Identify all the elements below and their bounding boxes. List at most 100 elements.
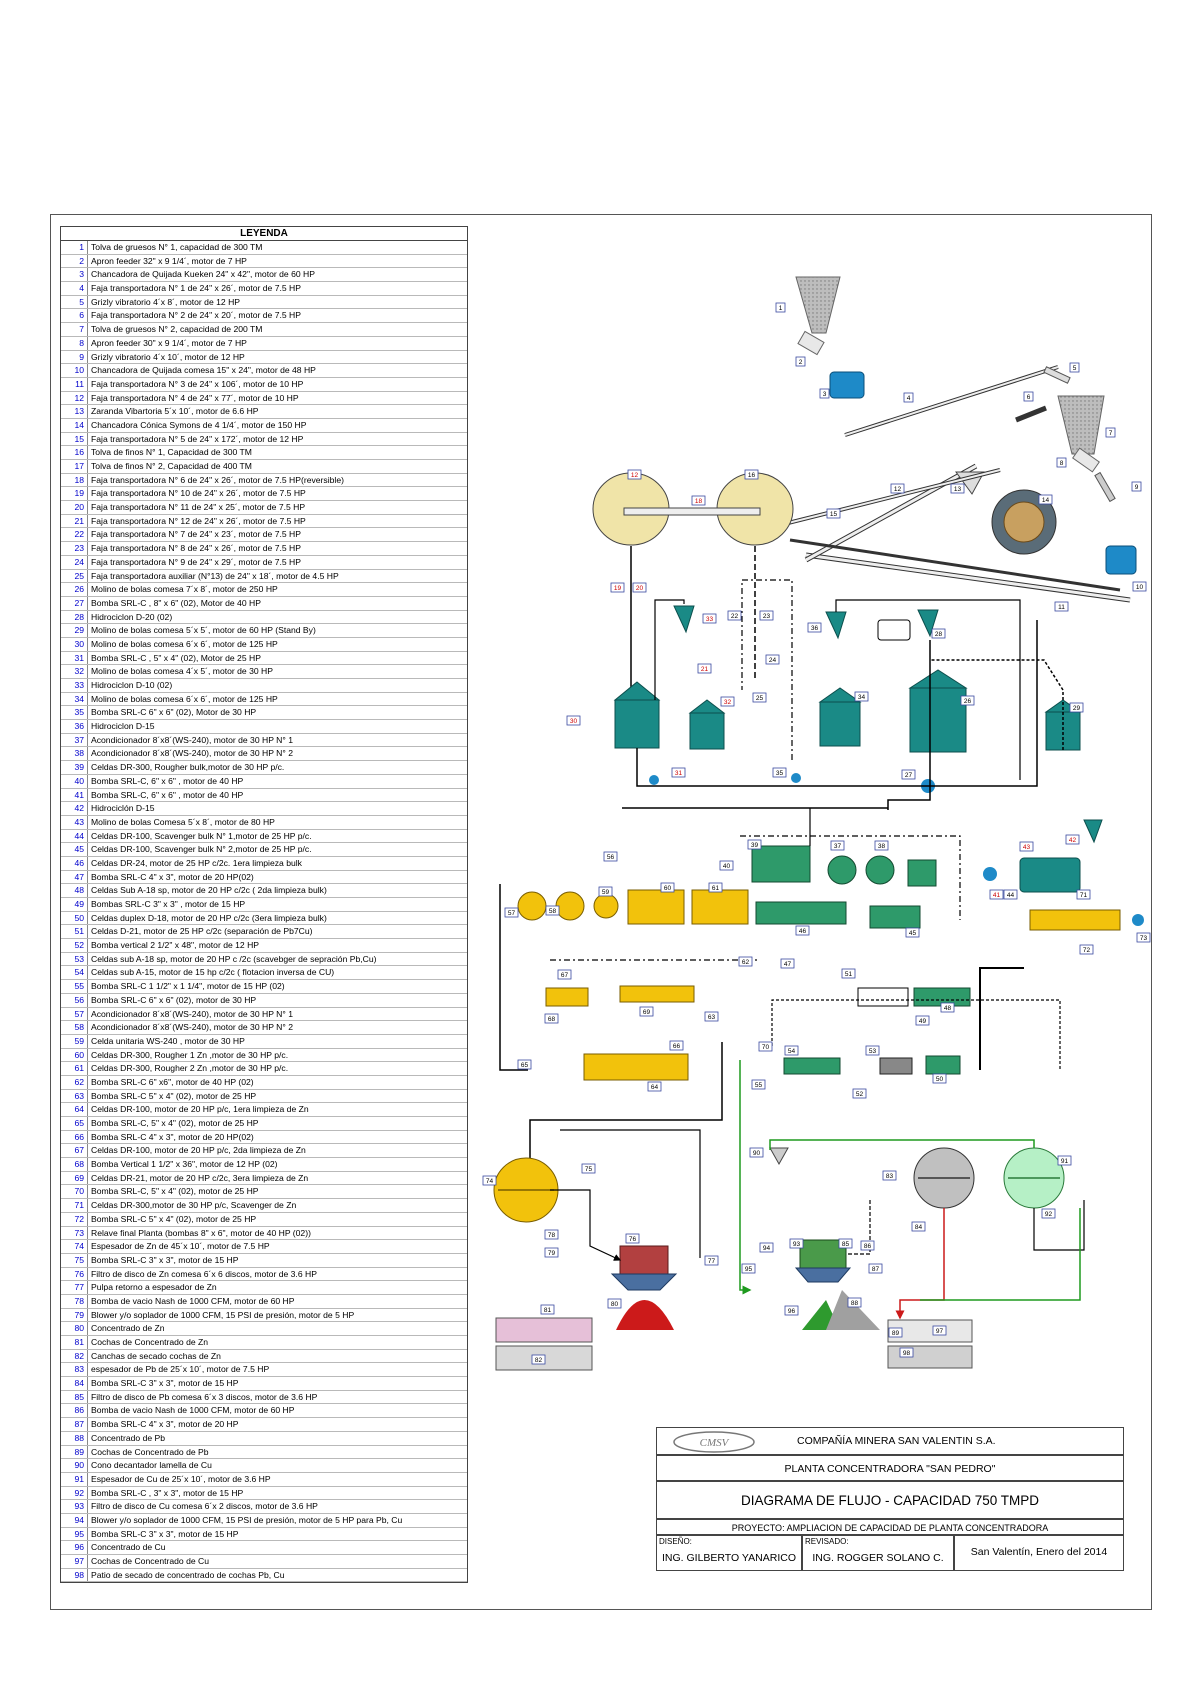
legend-description: Celdas D-21, motor de 25 HP c/2c (separa…: [91, 926, 313, 937]
equipment-tag: 97: [932, 1325, 947, 1336]
equipment-tag: 83: [882, 1170, 897, 1181]
legend-number: 74: [61, 1240, 88, 1253]
legend-description: Bomba SRL-C 6" x 6" (02), Motor de 30 HP: [91, 707, 257, 718]
bulk-flotation: [622, 807, 1144, 1075]
zinc-flotation: [499, 884, 760, 1172]
equipment-tag-box: [940, 1002, 955, 1013]
equipment-tag-box: [1136, 932, 1151, 943]
equipment-tag-box: [581, 1163, 596, 1174]
equipment-tag-label: 20: [636, 585, 644, 592]
equipment-tag: 6: [1023, 391, 1034, 402]
equipment-tag-box: [759, 1242, 774, 1253]
equipment-tag-box: [702, 613, 717, 624]
equipment-tag-label: 24: [769, 657, 777, 664]
equipment-tag: 47: [780, 958, 795, 969]
conveyor-6: [1015, 405, 1047, 423]
equipment-tag-label: 48: [944, 1005, 952, 1012]
ball-mill-34: [818, 687, 862, 747]
equipment-tag-box: [1041, 1208, 1056, 1219]
legend-number: 25: [61, 569, 88, 583]
legend-description: Blower y/o soplador de 1000 CFM, 15 PSI …: [91, 1309, 355, 1320]
legend-number: 40: [61, 774, 88, 788]
equipment-tag-label: 78: [548, 1232, 556, 1239]
equipment-tag-label: 32: [724, 699, 732, 706]
legend-description: Acondicionador 8´x8´(WS-240), motor de 3…: [91, 1022, 293, 1033]
equipment-tag: 45: [905, 927, 920, 938]
equipment-tag: 79: [544, 1247, 559, 1258]
legend-number: 81: [61, 1336, 88, 1349]
legend-number: 26: [61, 583, 88, 596]
coarse-hopper-1: [795, 276, 841, 334]
cells-50: [925, 1055, 961, 1075]
legend-description: Grizly vibratorio 4´x 8´, motor de 12 HP: [91, 296, 241, 307]
pump-73: [1132, 914, 1144, 926]
equipment-tag-label: 43: [1023, 844, 1031, 851]
equipment-tag: 11: [1054, 601, 1069, 612]
equipment-tag: 86: [860, 1240, 875, 1251]
legend-description: Celdas DR-100, motor de 20 HP p/c, 1era …: [91, 1104, 309, 1115]
legend-description: Pulpa retorno a espesador de Zn: [91, 1282, 217, 1293]
legend-description: Bomba SRL-C 5" x 4" (02), motor de 25 HP: [91, 1090, 257, 1101]
drawing-date: San Valentín, Enero del 2014: [970, 1546, 1108, 1558]
equipment-tag-box: [607, 1298, 622, 1309]
equipment-tag: 15: [826, 508, 841, 519]
equipment-tag-label: 93: [793, 1241, 801, 1248]
legend-number: 39: [61, 761, 88, 774]
equipment-tag-label: 80: [611, 1301, 619, 1308]
legend-number: 66: [61, 1130, 88, 1144]
legend-number: 54: [61, 966, 88, 980]
equipment-tag-box: [772, 767, 787, 778]
equipment-tag-box: [865, 1045, 880, 1056]
legend-number: 63: [61, 1089, 88, 1103]
legend-number: 72: [61, 1212, 88, 1226]
legend-number: 53: [61, 952, 88, 966]
equipment-tag-label: 6: [1027, 394, 1031, 401]
equipment-tag-label: 59: [602, 889, 610, 896]
legend-description: Bomba SRL-C 4" x 3", motor de 20 HP: [91, 1419, 239, 1430]
equipment-tag-box: [625, 1233, 640, 1244]
equipment-tag-label: 49: [919, 1018, 927, 1025]
equipment-tag: 94: [759, 1242, 774, 1253]
equipment-tag-label: 35: [776, 770, 784, 777]
review-cell: REVISADO: ING. ROGGER SOLANO C.: [802, 1535, 954, 1571]
equipment-tag-box: [719, 860, 734, 871]
legend-number: 64: [61, 1103, 88, 1116]
rougher-bulk-39: [751, 845, 811, 883]
pb-concentrate-pile-88: [826, 1290, 880, 1330]
equipment-tag-box: [789, 1238, 804, 1249]
equipment-tag-label: 42: [1069, 837, 1077, 844]
equipment-tag: 25: [752, 692, 767, 703]
equipment-tag-box: [758, 1041, 773, 1052]
equipment-tag-box: [531, 1354, 546, 1365]
equipment-tag-box: [784, 1045, 799, 1056]
equipment-tag-label: 63: [708, 1014, 716, 1021]
legend-description: Chancadora Cónica Symons de 4 1/4´, moto…: [91, 419, 307, 430]
equipment-tag-box: [738, 956, 753, 967]
legend-description: Celdas DR-300,motor de 30 HP p/c, Scaven…: [91, 1200, 297, 1211]
legend-description: Bomba SRL-C 3" x 3", motor de 15 HP: [91, 1254, 239, 1265]
equipment-tag: 81: [540, 1304, 555, 1315]
equipment-tag: 88: [847, 1297, 862, 1308]
legend-description: Cochas de Concentrado de Pb: [91, 1446, 209, 1457]
equipment-tag-label: 84: [915, 1224, 923, 1231]
legend-number: 22: [61, 528, 88, 542]
equipment-tag-label: 92: [1045, 1211, 1053, 1218]
